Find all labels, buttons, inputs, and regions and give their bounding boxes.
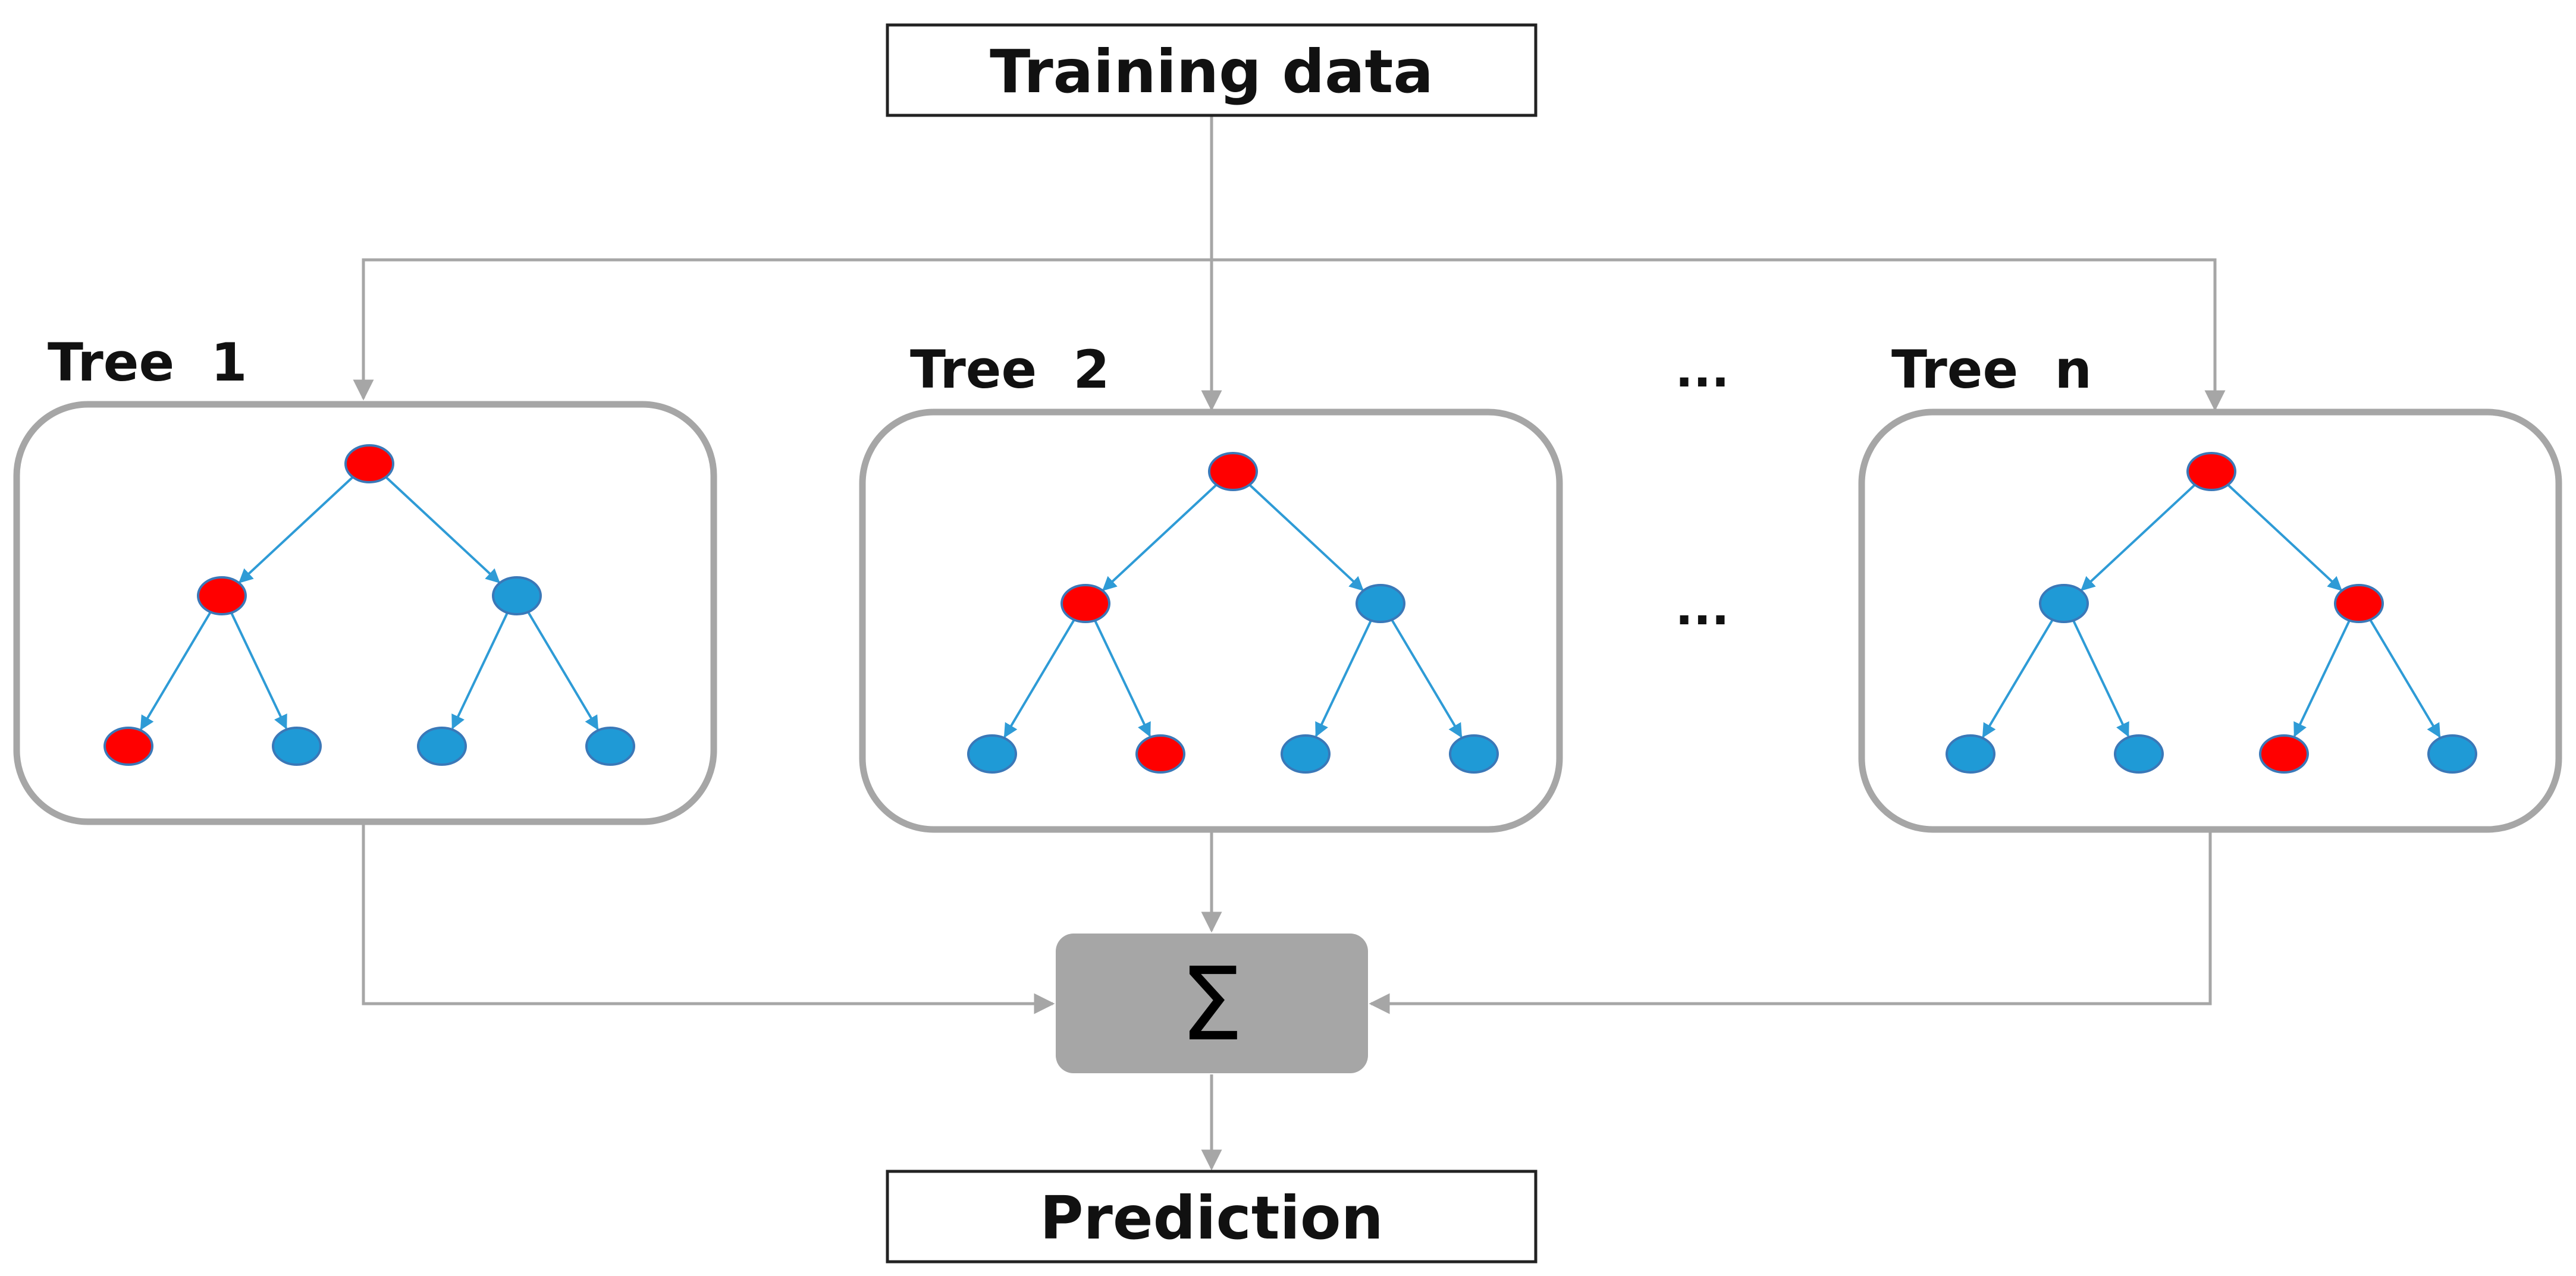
tree-edge	[1247, 482, 1364, 591]
tree-node	[1356, 584, 1405, 623]
tree-node	[1060, 584, 1110, 623]
connector-lines	[353, 117, 2226, 1171]
tree-node	[1449, 734, 1499, 774]
tree-node	[2186, 452, 2236, 491]
tree-node	[1208, 452, 1258, 491]
sum-aggregator: Σ	[1056, 934, 1368, 1073]
tree-edge	[1093, 618, 1151, 737]
tree-edge	[1003, 618, 1076, 738]
tree-node	[1281, 734, 1331, 774]
connector-line	[362, 824, 1055, 1014]
tree-edge	[451, 611, 509, 730]
tree-n-panel	[1858, 408, 2562, 833]
tree-edge	[2225, 482, 2342, 591]
ellipsis-middle: ...	[1675, 580, 1729, 636]
training-data-box: Training data	[886, 23, 1538, 117]
tree-edge	[2368, 618, 2441, 738]
tree-node	[1946, 734, 1995, 774]
sigma-symbol: Σ	[1179, 946, 1243, 1064]
tree-edge	[1390, 618, 1463, 738]
connector-line	[353, 258, 2226, 411]
tree-n-graph	[1946, 452, 2477, 774]
tree-node	[344, 444, 394, 483]
tree-edge	[239, 474, 356, 583]
tree-edge	[2072, 618, 2129, 737]
tree-2-title: Tree 2	[910, 339, 1110, 400]
tree-node	[103, 727, 153, 766]
tree-edge	[2293, 618, 2351, 737]
tree-edge	[230, 611, 287, 730]
prediction-box: Prediction	[886, 1170, 1538, 1264]
tree-1-panel	[13, 401, 717, 825]
tree-n-title: Tree n	[1891, 339, 2092, 400]
tree-edge	[140, 610, 212, 731]
tree-node	[967, 734, 1017, 774]
tree-node	[2114, 734, 2164, 774]
tree-2-graph	[967, 452, 1499, 774]
ellipsis-top: ...	[1675, 342, 1729, 398]
tree-edge	[1315, 618, 1373, 737]
tree-node	[417, 727, 467, 766]
tree-node	[2259, 734, 2309, 774]
connector-line	[1369, 832, 2212, 1014]
tree-node	[1135, 734, 1185, 774]
tree-node	[2039, 584, 2089, 623]
tree-node	[197, 576, 247, 615]
tree-edge	[1102, 482, 1219, 591]
tree-2-panel	[859, 408, 1563, 833]
tree-edge	[383, 474, 500, 583]
tree-node	[2427, 734, 2477, 774]
tree-1-title: Tree 1	[48, 332, 247, 393]
tree-node	[492, 576, 542, 615]
prediction-label: Prediction	[1040, 1183, 1383, 1253]
training-data-label: Training data	[990, 37, 1433, 106]
tree-1-graph	[103, 444, 635, 766]
tree-edge	[2081, 482, 2198, 591]
tree-edge	[526, 610, 599, 731]
tree-node	[2334, 584, 2384, 623]
tree-edge	[1982, 618, 2054, 738]
tree-node	[585, 727, 635, 766]
tree-node	[272, 727, 322, 766]
